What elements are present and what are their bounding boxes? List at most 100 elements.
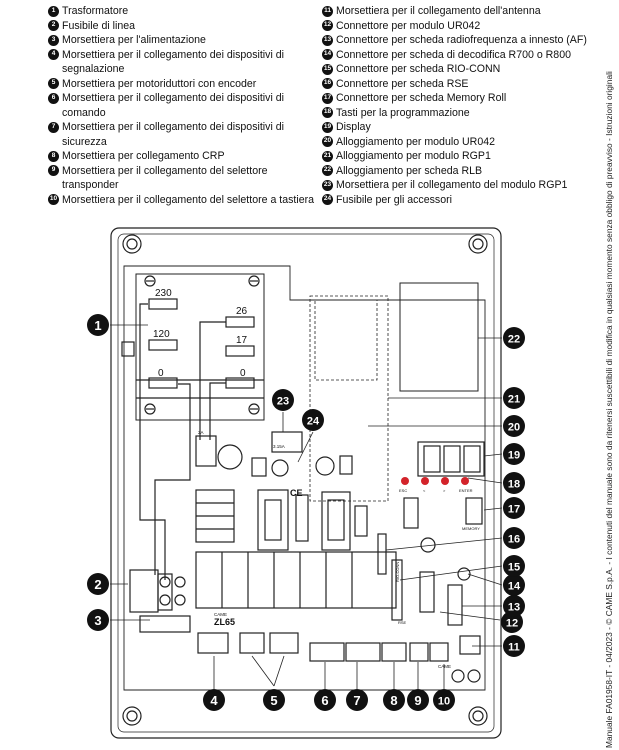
svg-text:6: 6 xyxy=(321,693,328,708)
legend-number: 9 xyxy=(48,165,59,176)
callout-22: 22 xyxy=(503,327,525,349)
legend-number: 24 xyxy=(322,194,333,205)
rlb-slot xyxy=(399,282,479,392)
corner-screws xyxy=(122,234,488,726)
right-connectors xyxy=(377,497,483,626)
display-area xyxy=(417,441,485,477)
legend-text: Alloggiamento per modulo RGP1 xyxy=(336,150,491,162)
callout-12: 12 xyxy=(501,611,523,633)
fuse-a-label: 2A xyxy=(198,430,204,435)
svg-text:3: 3 xyxy=(94,613,101,628)
legend-number: 23 xyxy=(322,179,333,191)
rio-conn-label: RIO-CONN xyxy=(395,562,400,582)
svg-text:17: 17 xyxy=(508,504,520,516)
legend-text: Alloggiamento per modulo UR042 xyxy=(336,135,495,148)
svg-text:23: 23 xyxy=(277,396,289,408)
legend-text: Trasformatore xyxy=(62,5,129,17)
svg-text:18: 18 xyxy=(508,479,520,491)
legend-number: 19 xyxy=(322,121,333,133)
terminal-blocks xyxy=(197,632,481,683)
label-0-secondary: 0 xyxy=(240,368,246,379)
svg-text:15: 15 xyxy=(508,562,520,574)
legend-text: Morsettiera per il collegamento dei disp… xyxy=(62,92,284,119)
rse-label: RSE xyxy=(398,620,407,625)
legend-text: Fusibile per gli accessori xyxy=(336,193,452,206)
legend-number: 10 xyxy=(48,194,59,205)
esc-key-icon xyxy=(401,477,409,485)
callout-4: 4 xyxy=(203,689,225,711)
transformer xyxy=(121,273,265,580)
legend-number: 8 xyxy=(48,150,59,162)
callout-11: 11 xyxy=(503,635,525,657)
esc-label: ESC xyxy=(399,488,407,493)
legend-number: 15 xyxy=(322,63,333,75)
callout-17: 17 xyxy=(503,497,525,519)
legend-number: 11 xyxy=(322,5,333,17)
brand-small-label: CAME xyxy=(214,612,227,617)
programming-keys xyxy=(401,477,469,485)
svg-text:13: 13 xyxy=(508,602,520,614)
legend-text: Alloggiamento per scheda RLB xyxy=(336,164,483,177)
svg-text:5: 5 xyxy=(270,693,277,708)
legend-number: 18 xyxy=(322,107,333,118)
callout-8: 8 xyxy=(383,689,405,711)
accessory-fuse-area xyxy=(195,431,353,477)
legend-number: 22 xyxy=(322,165,333,176)
svg-text:19: 19 xyxy=(508,450,520,462)
legend-text: Connettore per scheda RIO-CONN xyxy=(336,63,501,75)
svg-text:20: 20 xyxy=(508,422,520,434)
callout-14: 14 xyxy=(503,574,525,596)
legend-number: 20 xyxy=(322,136,333,147)
callout-7: 7 xyxy=(346,689,368,711)
ce-mark: CE xyxy=(290,488,303,498)
enter-label: ENTER xyxy=(459,488,473,493)
svg-text:16: 16 xyxy=(508,534,520,546)
legend-text: Morsettiera per il collegamento del modu… xyxy=(336,179,568,191)
pcb-outline xyxy=(123,265,486,691)
legend-text: Connettore per modulo UR042 xyxy=(336,19,481,32)
legend-number: 14 xyxy=(322,49,333,60)
legend-text: Morsettiera per il collegamento del sele… xyxy=(62,193,315,206)
callout-23: 23 xyxy=(272,389,294,411)
legend-number: 12 xyxy=(322,20,333,31)
legend-number: 1 xyxy=(48,5,59,17)
legend-number: 16 xyxy=(322,78,333,89)
label-120: 120 xyxy=(153,329,170,340)
legend-number: 21 xyxy=(322,150,333,162)
relays xyxy=(195,489,397,609)
svg-text:21: 21 xyxy=(508,394,520,406)
callout-1: 1 xyxy=(87,314,109,336)
legend-text: Connettore per scheda Memory Roll xyxy=(336,92,507,104)
callout-15: 15 xyxy=(503,555,525,577)
svg-text:10: 10 xyxy=(438,696,450,708)
legend-text: Morsettiera per l'alimentazione xyxy=(62,34,206,46)
callout-24: 24 xyxy=(302,409,324,431)
plus-key-icon xyxy=(441,477,449,485)
brand-label: ZL65 xyxy=(214,617,235,627)
callout-20: 20 xyxy=(503,415,525,437)
module-zones xyxy=(309,295,389,502)
line-fuse-holder xyxy=(129,569,191,633)
callout-5: 5 xyxy=(263,689,285,711)
label-230: 230 xyxy=(155,288,172,299)
legend-text: Morsettiera per il collegamento dei disp… xyxy=(62,48,284,76)
callout-2: 2 xyxy=(87,573,109,595)
